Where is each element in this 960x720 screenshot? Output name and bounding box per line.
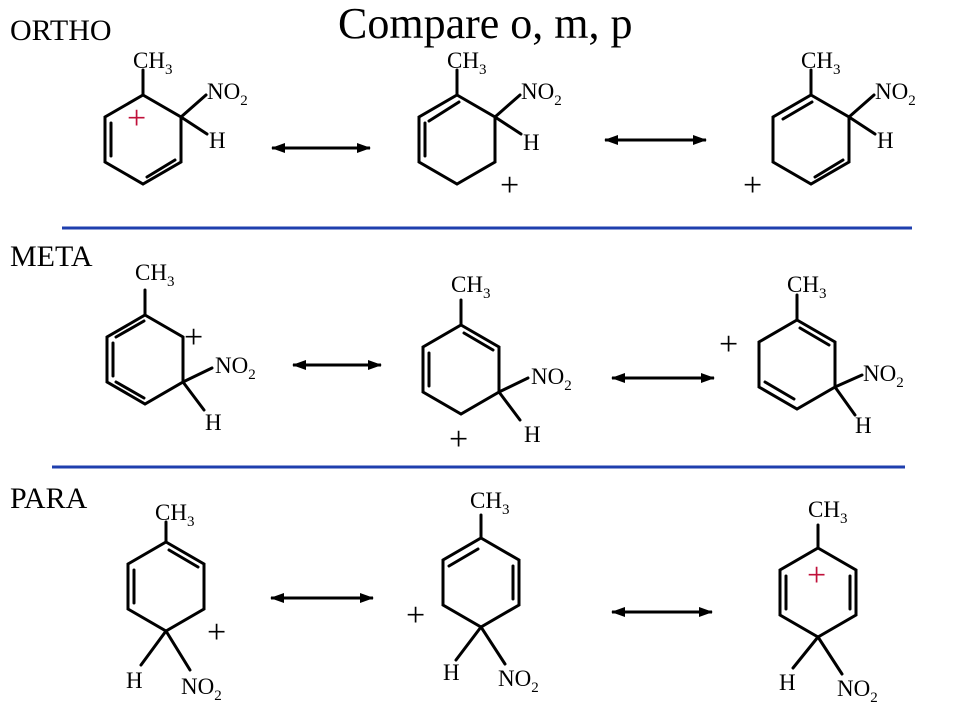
hydrogen-label: H: [523, 130, 540, 155]
methyl-label: CH3: [787, 272, 826, 302]
methyl-label: CH3: [135, 260, 174, 290]
positive-charge: +: [719, 326, 738, 363]
methyl-label: CH3: [808, 497, 847, 527]
hydrogen-label: H: [524, 422, 541, 447]
methyl-label: CH3: [447, 48, 486, 78]
section-label-ortho: ORTHO: [10, 14, 112, 47]
section-label-para: PARA: [10, 482, 88, 515]
methyl-label: CH3: [801, 48, 840, 78]
meta-structure-1: CH3 NO2 H +: [105, 260, 256, 435]
positive-charge: +: [127, 100, 146, 137]
nitro-label: NO2: [875, 79, 916, 109]
positive-charge: +: [500, 167, 519, 204]
nitro-label: NO2: [181, 674, 222, 704]
section-label-meta: META: [10, 240, 93, 273]
ortho-structure-3: CH3 NO2 H +: [743, 48, 916, 204]
page-title: Compare o, m, p: [338, 0, 633, 48]
hydrogen-label: H: [443, 660, 460, 685]
hydrogen-label: H: [877, 128, 894, 153]
ortho-structure-2: CH3 NO2 H +: [417, 48, 562, 204]
nitro-label: NO2: [863, 361, 904, 391]
nitro-label: NO2: [215, 353, 256, 383]
para-structure-3: CH3 H NO2 +: [778, 497, 878, 706]
methyl-label: CH3: [451, 272, 490, 302]
meta-structure-3: CH3 NO2 H +: [719, 272, 904, 438]
para-structure-1: CH3 H NO2 +: [126, 500, 226, 704]
methyl-label: CH3: [470, 488, 509, 518]
nitro-label: NO2: [207, 79, 248, 109]
positive-charge: +: [406, 597, 425, 634]
nitro-label: NO2: [521, 79, 562, 109]
positive-charge: +: [207, 614, 226, 651]
positive-charge: +: [807, 557, 826, 594]
ortho-structure-1: CH3 NO2 H +: [103, 48, 248, 186]
nitro-label: NO2: [498, 666, 539, 696]
hydrogen-label: H: [209, 128, 226, 153]
nitro-label: NO2: [837, 676, 878, 706]
hydrogen-label: H: [126, 668, 143, 693]
hydrogen-label: H: [779, 670, 796, 695]
hydrogen-label: H: [205, 410, 222, 435]
para-structure-2: CH3 H NO2 +: [406, 488, 539, 696]
positive-charge: +: [743, 167, 762, 204]
meta-structure-2: CH3 NO2 H +: [421, 272, 572, 458]
positive-charge: +: [449, 421, 468, 458]
methyl-label: CH3: [155, 500, 194, 530]
hydrogen-label: H: [855, 413, 872, 438]
nitro-label: NO2: [531, 364, 572, 394]
positive-charge: +: [184, 319, 203, 356]
methyl-label: CH3: [133, 48, 172, 78]
